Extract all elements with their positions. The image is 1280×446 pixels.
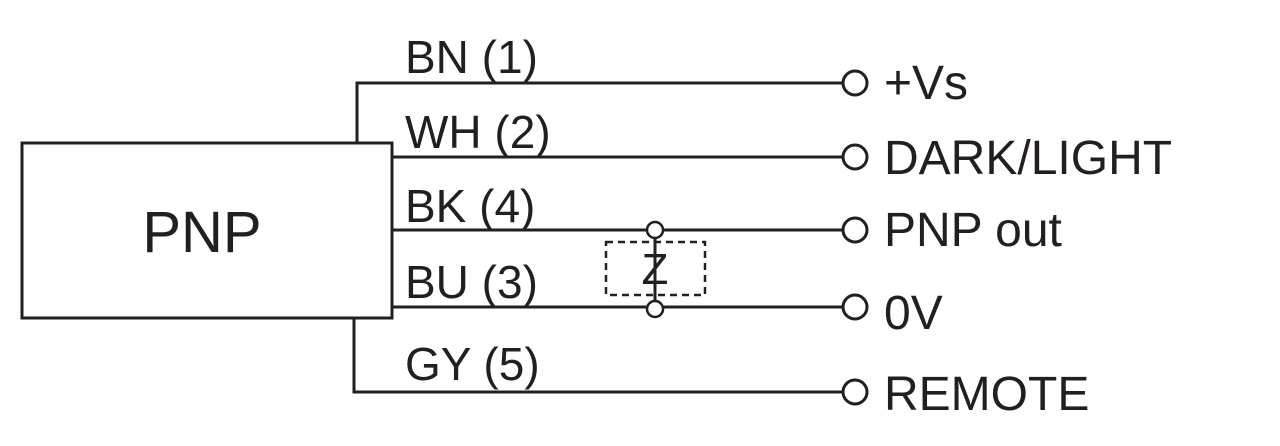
terminal-label-0v: 0V: [884, 287, 943, 340]
terminal-vs: [841, 69, 869, 97]
wire-gy: [352, 318, 842, 394]
wire-bn: [355, 81, 842, 143]
wire-label-bu: BU (3): [405, 256, 538, 308]
terminal-label-pnp-out: PNP out: [884, 204, 1062, 257]
terminal-label-remote: REMOTE: [884, 368, 1089, 421]
wire-label-wh: WH (2): [405, 106, 551, 158]
terminal-0v: [841, 293, 869, 321]
wire-label-bn: BN (1): [405, 31, 538, 83]
pnp-block-label: PNP: [142, 200, 261, 265]
load-tap-bottom: [645, 299, 665, 319]
load-z-label: Z: [642, 245, 669, 294]
terminal-remote: [841, 378, 869, 406]
wire-label-gy: GY (5): [405, 338, 540, 390]
terminal-pnp-out: [841, 216, 869, 244]
load-tap-top: [645, 220, 665, 240]
wire-label-bk: BK (4): [405, 180, 535, 232]
terminal-label-vs: +Vs: [884, 57, 968, 110]
terminal-dark-light: [841, 143, 869, 171]
terminal-label-dark-light: DARK/LIGHT: [884, 132, 1172, 185]
